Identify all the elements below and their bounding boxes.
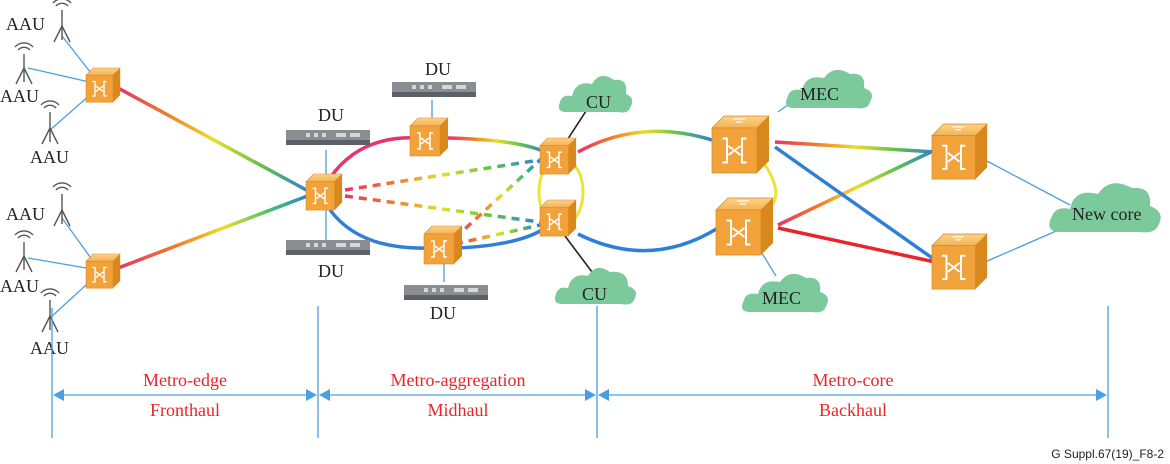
aau-antennas [14, 0, 72, 333]
cloud-labels: CU CU MEC MEC New core [582, 84, 1141, 308]
switch-icon [85, 67, 121, 103]
switch-icon [931, 233, 988, 290]
aau-label: AAU [6, 204, 45, 224]
du-device-icon [286, 240, 370, 255]
antenna-icon [40, 288, 60, 333]
antenna-icon [52, 0, 72, 43]
aau-label: AAU [30, 338, 69, 358]
du-device-icon [392, 82, 476, 97]
figure-id: G Suppl.67(19)_F8-2 [1051, 447, 1164, 461]
segment-labels: Metro-edge Fronthaul Metro-aggregation M… [143, 370, 893, 420]
switches [85, 67, 988, 290]
arrowhead-icon [306, 389, 317, 401]
arrowhead-icon [598, 389, 609, 401]
segment-name: Metro-core [813, 370, 894, 390]
aau-label: AAU [6, 14, 45, 34]
switch-icon [409, 117, 449, 157]
antenna-icon [14, 230, 34, 273]
cloud-icon [786, 69, 872, 109]
cloud-icon [742, 273, 828, 313]
switch-icon [423, 225, 463, 265]
aau-labels: AAU AAU AAU AAU AAU AAU [0, 14, 69, 358]
arrowhead-icon [53, 389, 64, 401]
switch-icon [715, 197, 774, 256]
cu-label: CU [582, 284, 607, 304]
aau-label: AAU [30, 147, 69, 167]
du-label: DU [430, 303, 456, 323]
connection-lines [27, 35, 1071, 319]
cloud-icon [558, 75, 633, 113]
du-device-icon [286, 130, 370, 145]
cloud-icon [554, 267, 636, 305]
mec-label: MEC [762, 288, 801, 308]
cu-label: CU [586, 92, 611, 112]
segment-sub: Fronthaul [150, 400, 220, 420]
antenna-icon [14, 42, 34, 85]
du-label: DU [425, 59, 451, 79]
segment-name: Metro-aggregation [391, 370, 526, 390]
switch-icon [539, 137, 577, 175]
antenna-icon [52, 182, 72, 227]
antenna-icon [40, 100, 60, 145]
arrowhead-icon [1096, 389, 1107, 401]
aau-label: AAU [0, 86, 39, 106]
segment-bar [51, 306, 1109, 438]
segment-sub: Backhaul [819, 400, 887, 420]
du-units: DU DU DU DU [286, 59, 488, 323]
switch-icon [931, 123, 988, 180]
du-device-icon [404, 285, 488, 300]
aau-label: AAU [0, 276, 39, 296]
segment-arrowheads [53, 389, 1107, 401]
new-core-label: New core [1072, 204, 1141, 224]
switch-icon [305, 173, 343, 211]
du-label: DU [318, 261, 344, 281]
du-label: DU [318, 105, 344, 125]
segment-name: Metro-edge [143, 370, 227, 390]
arrowhead-icon [319, 389, 330, 401]
arrowhead-icon [585, 389, 596, 401]
switch-icon [539, 199, 577, 237]
switch-icon [85, 253, 121, 289]
segment-sub: Midhaul [428, 400, 489, 420]
switch-icon [711, 115, 770, 174]
mec-label: MEC [800, 84, 839, 104]
clouds [554, 69, 1161, 313]
cloud-icon [1049, 183, 1161, 233]
